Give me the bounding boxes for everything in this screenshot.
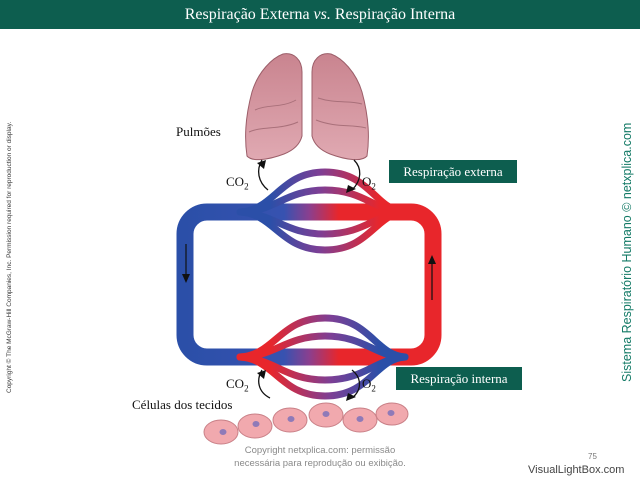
tissue-cells: [203, 402, 409, 445]
internal-respiration-box: Respiração interna: [396, 367, 522, 390]
tissue-capillaries: [236, 314, 409, 400]
o2-bottom-label: O2: [362, 376, 376, 394]
gas-exchange-arrows: [257, 159, 361, 401]
blood-loop: [176, 203, 442, 366]
o2-top-label: O2: [362, 174, 376, 192]
lungs-illustration: [245, 53, 369, 161]
right-lung: [311, 53, 369, 161]
left-lung: [245, 53, 303, 161]
lungs-label: Pulmões: [176, 124, 221, 139]
title-part-1: Respiração Externa: [184, 5, 310, 23]
co2-bottom-label: CO2: [226, 376, 249, 394]
page-number: 75: [588, 452, 597, 461]
title-part-2: Respiração Interna: [334, 5, 456, 23]
watermark: Copyright netxplica.com: permissão neces…: [234, 445, 406, 469]
external-respiration-box: Respiração externa: [389, 160, 517, 183]
co2-top-label: CO2: [226, 174, 249, 192]
slide-title-bar: Respiração Externa vs. Respiração Intern…: [0, 0, 640, 29]
side-credit: Sistema Respiratório Humano © netxplica.…: [620, 122, 634, 382]
tissues-label: Células dos tecidos: [132, 397, 233, 412]
title-vs: vs.: [313, 5, 331, 23]
visuallightbox-credit[interactable]: VisualLightBox.com: [528, 464, 625, 476]
copyright-left: Copyright © The McGraw-Hill Companies, I…: [6, 121, 13, 393]
pulmonary-capillaries: [236, 168, 409, 254]
flow-arrows: [182, 244, 436, 300]
